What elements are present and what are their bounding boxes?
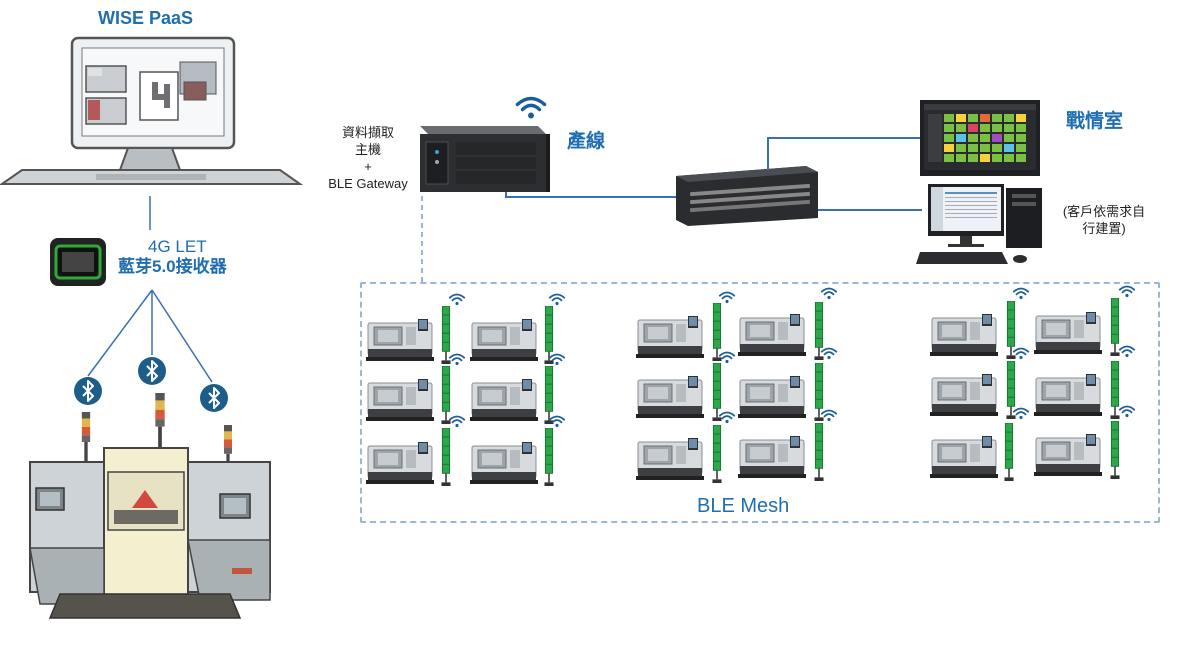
connector-line [505, 192, 676, 198]
factory-machine-icon [29, 393, 271, 619]
bluetooth-icon [137, 356, 167, 386]
wifi-icon [515, 96, 547, 120]
customer-note-line2: 行建置) [1082, 221, 1126, 236]
ble-mesh-label: BLE Mesh [697, 495, 790, 517]
wise-paas-label: WISE PaaS [98, 8, 194, 28]
gateway-label-line4: BLE Gateway [328, 176, 408, 191]
network-switch-icon [676, 166, 818, 226]
gateway-label-line3: + [364, 159, 372, 174]
connector-line [767, 137, 920, 170]
ble-mesh-boundary [360, 282, 1160, 523]
ble-receiver-icon [50, 238, 106, 286]
server-icon [420, 126, 550, 192]
desktop-pc-icon [916, 184, 1042, 264]
ble-receiver-label: 4G LET 藍芽5.0接收器 [118, 237, 227, 277]
dashboard-monitor-icon [920, 100, 1040, 176]
gateway-label-line2: 主機 [354, 142, 381, 157]
bluetooth-icon [199, 383, 229, 413]
bluetooth-branch-lines [87, 289, 213, 383]
production-line-label: 產線 [567, 131, 606, 152]
customer-note: (客戶依需求自 行建置) [1054, 203, 1154, 237]
lte-label-line1: 4G LET [148, 237, 207, 256]
gateway-label-line1: 資料擷取 [341, 125, 394, 140]
gateway-label: 資料擷取 主機 + BLE Gateway [320, 124, 416, 192]
monitor-icon [0, 36, 304, 185]
lte-label-line2: 藍芽5.0接收器 [118, 257, 227, 276]
customer-note-line1: (客戶依需求自 [1062, 204, 1146, 219]
war-room-label: 戰情室 [1066, 111, 1124, 132]
bluetooth-icon [73, 376, 103, 406]
